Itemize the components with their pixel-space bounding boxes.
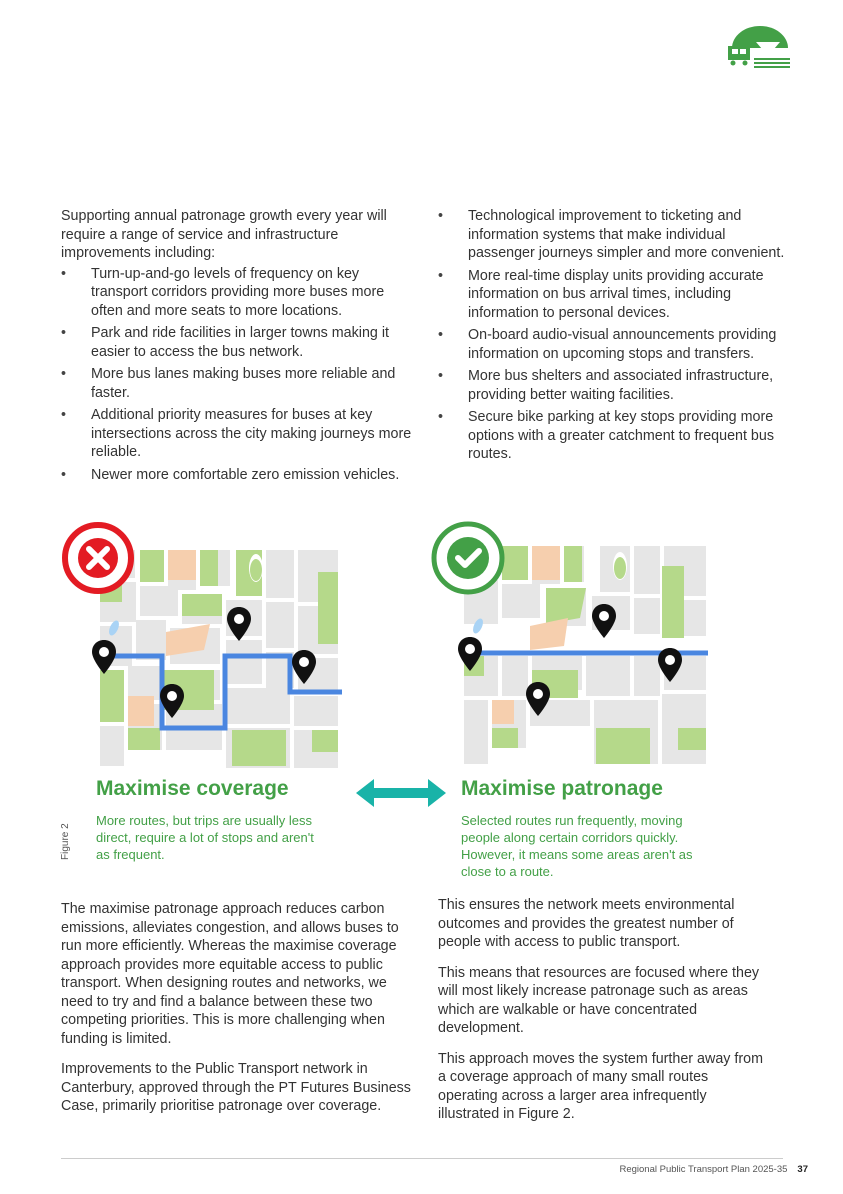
map-pin-icon — [658, 648, 682, 682]
list-item: Technological improvement to ticketing a… — [438, 207, 790, 263]
list-item: Newer more comfortable zero emission veh… — [61, 466, 416, 485]
list-item: Turn-up-and-go levels of frequency on ke… — [61, 265, 416, 321]
footer-doc-title: Regional Public Transport Plan 2025-35 — [619, 1164, 788, 1175]
map-pin-icon — [160, 684, 184, 718]
list-item: More bus lanes making buses more reliabl… — [61, 365, 416, 402]
page-number: 37 — [797, 1164, 808, 1175]
body-paragraph: This means that resources are focused wh… — [438, 964, 760, 1037]
left-column-bottom: The maximise patronage approach reduces … — [61, 900, 411, 1128]
right-column-top: Technological improvement to ticketing a… — [438, 207, 790, 468]
map-pin-icon — [592, 604, 616, 638]
body-paragraph: The maximise patronage approach reduces … — [61, 901, 399, 1047]
cross-icon — [62, 522, 134, 594]
coverage-map — [62, 522, 342, 768]
map-pin-icon — [292, 650, 316, 684]
map-pin-icon — [526, 682, 550, 716]
double-arrow-icon — [356, 779, 446, 807]
intro-paragraph: Supporting annual patronage growth every… — [61, 208, 387, 261]
patronage-title: Maximise patronage — [461, 777, 663, 800]
footer-divider — [61, 1158, 783, 1159]
coverage-caption: More routes, but trips are usually less … — [96, 813, 314, 862]
right-column-bottom: This ensures the network meets environme… — [438, 896, 768, 1136]
patronage-caption: Selected routes run frequently, moving p… — [461, 813, 693, 879]
logo-icon — [728, 26, 790, 68]
list-item: More bus shelters and associated infrast… — [438, 367, 790, 404]
map-pin-icon — [227, 607, 251, 641]
body-paragraph: This ensures the network meets environme… — [438, 897, 735, 950]
list-item: Park and ride facilities in larger towns… — [61, 324, 416, 361]
body-paragraph: Improvements to the Public Transport net… — [61, 1061, 411, 1114]
figure-label: Figure 2 — [60, 823, 71, 860]
left-column-top: Supporting annual patronage growth every… — [61, 207, 416, 488]
list-item: Secure bike parking at key stops providi… — [438, 408, 790, 464]
left-bullet-list: Turn-up-and-go levels of frequency on ke… — [61, 265, 416, 485]
check-icon — [431, 521, 505, 595]
right-bullet-list: Technological improvement to ticketing a… — [438, 207, 790, 464]
map-pin-icon — [92, 640, 116, 674]
coverage-title: Maximise coverage — [96, 777, 289, 800]
list-item: On-board audio-visual announcements prov… — [438, 326, 790, 363]
list-item: More real-time display units providing a… — [438, 267, 790, 323]
map-pin-icon — [458, 637, 482, 671]
footer: Regional Public Transport Plan 2025-35 37 — [619, 1164, 808, 1175]
body-paragraph: This approach moves the system further a… — [438, 1050, 763, 1123]
list-item: Additional priority measures for buses a… — [61, 406, 416, 462]
